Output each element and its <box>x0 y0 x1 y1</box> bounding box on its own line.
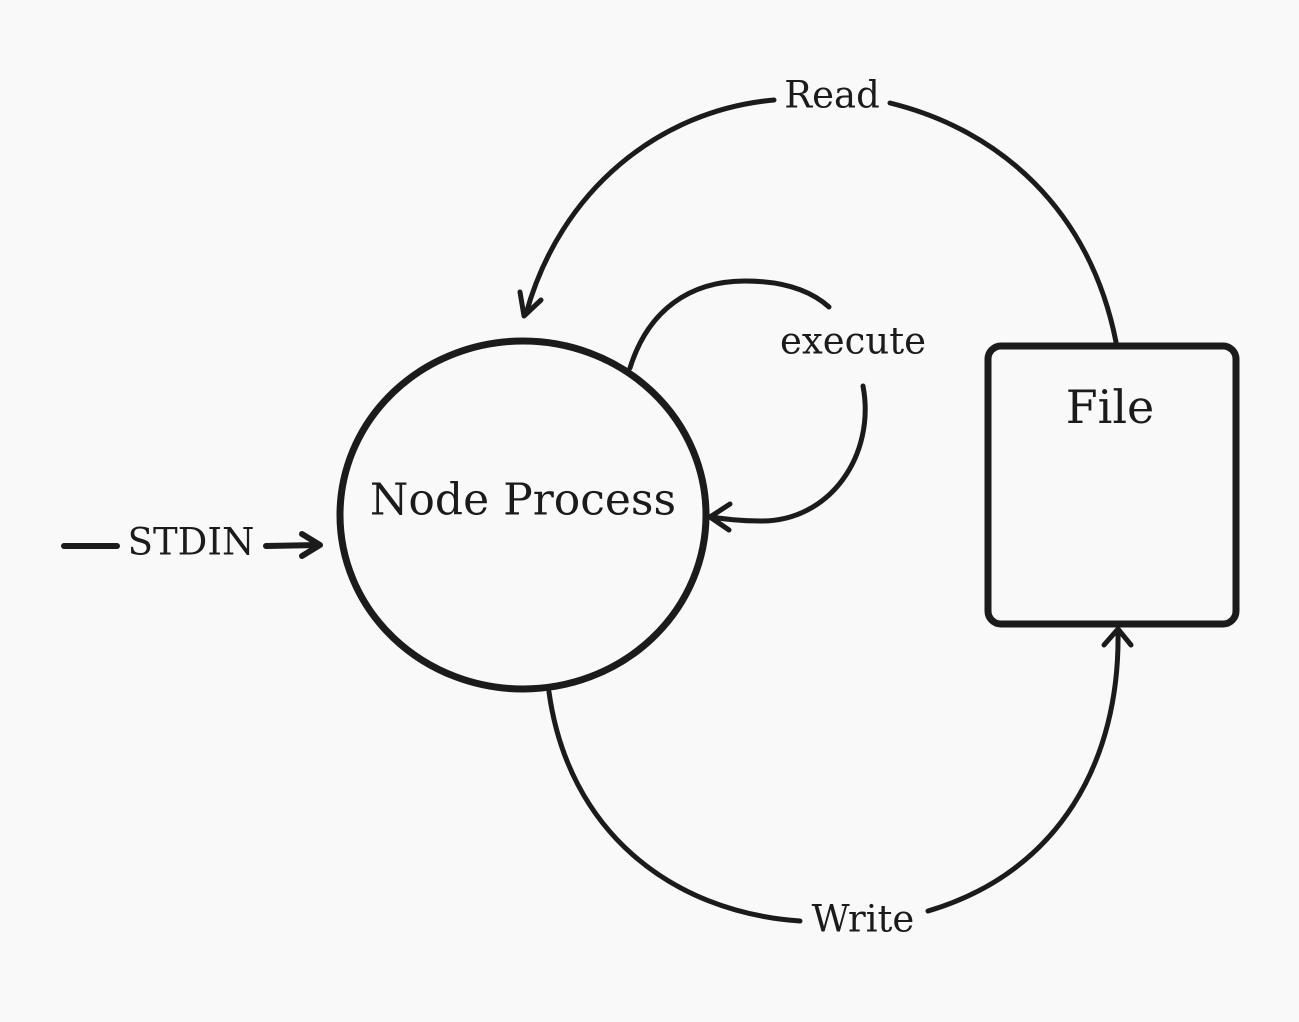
execute-label: execute <box>780 320 926 363</box>
read-arc-right <box>887 100 1119 345</box>
read-edge: Read <box>517 74 1119 345</box>
write-label: Write <box>812 898 915 941</box>
stdin-edge: STDIN <box>61 521 323 564</box>
read-arc-left <box>523 97 777 317</box>
execute-loop-top <box>627 278 832 371</box>
node-process[interactable]: Node Process <box>336 337 710 693</box>
write-arrowhead-icon <box>1101 626 1134 648</box>
write-arc-left <box>546 689 803 924</box>
node-process-label: Node Process <box>370 475 676 526</box>
write-arc-right <box>925 629 1121 914</box>
file-box <box>984 342 1240 628</box>
stdin-label: STDIN <box>128 521 255 564</box>
file-node[interactable]: File <box>984 342 1240 628</box>
read-label: Read <box>784 74 880 117</box>
read-arrowhead-icon <box>517 289 544 319</box>
write-edge: Write <box>546 626 1134 941</box>
node-process-circle <box>336 337 710 693</box>
stdin-arrowhead-icon <box>299 531 323 559</box>
execute-edge: execute <box>627 278 926 533</box>
execute-arrowhead-icon <box>707 501 733 533</box>
stdin-arrow-line <box>263 542 322 549</box>
execute-loop-bottom <box>707 383 868 524</box>
file-label: File <box>1066 380 1155 434</box>
